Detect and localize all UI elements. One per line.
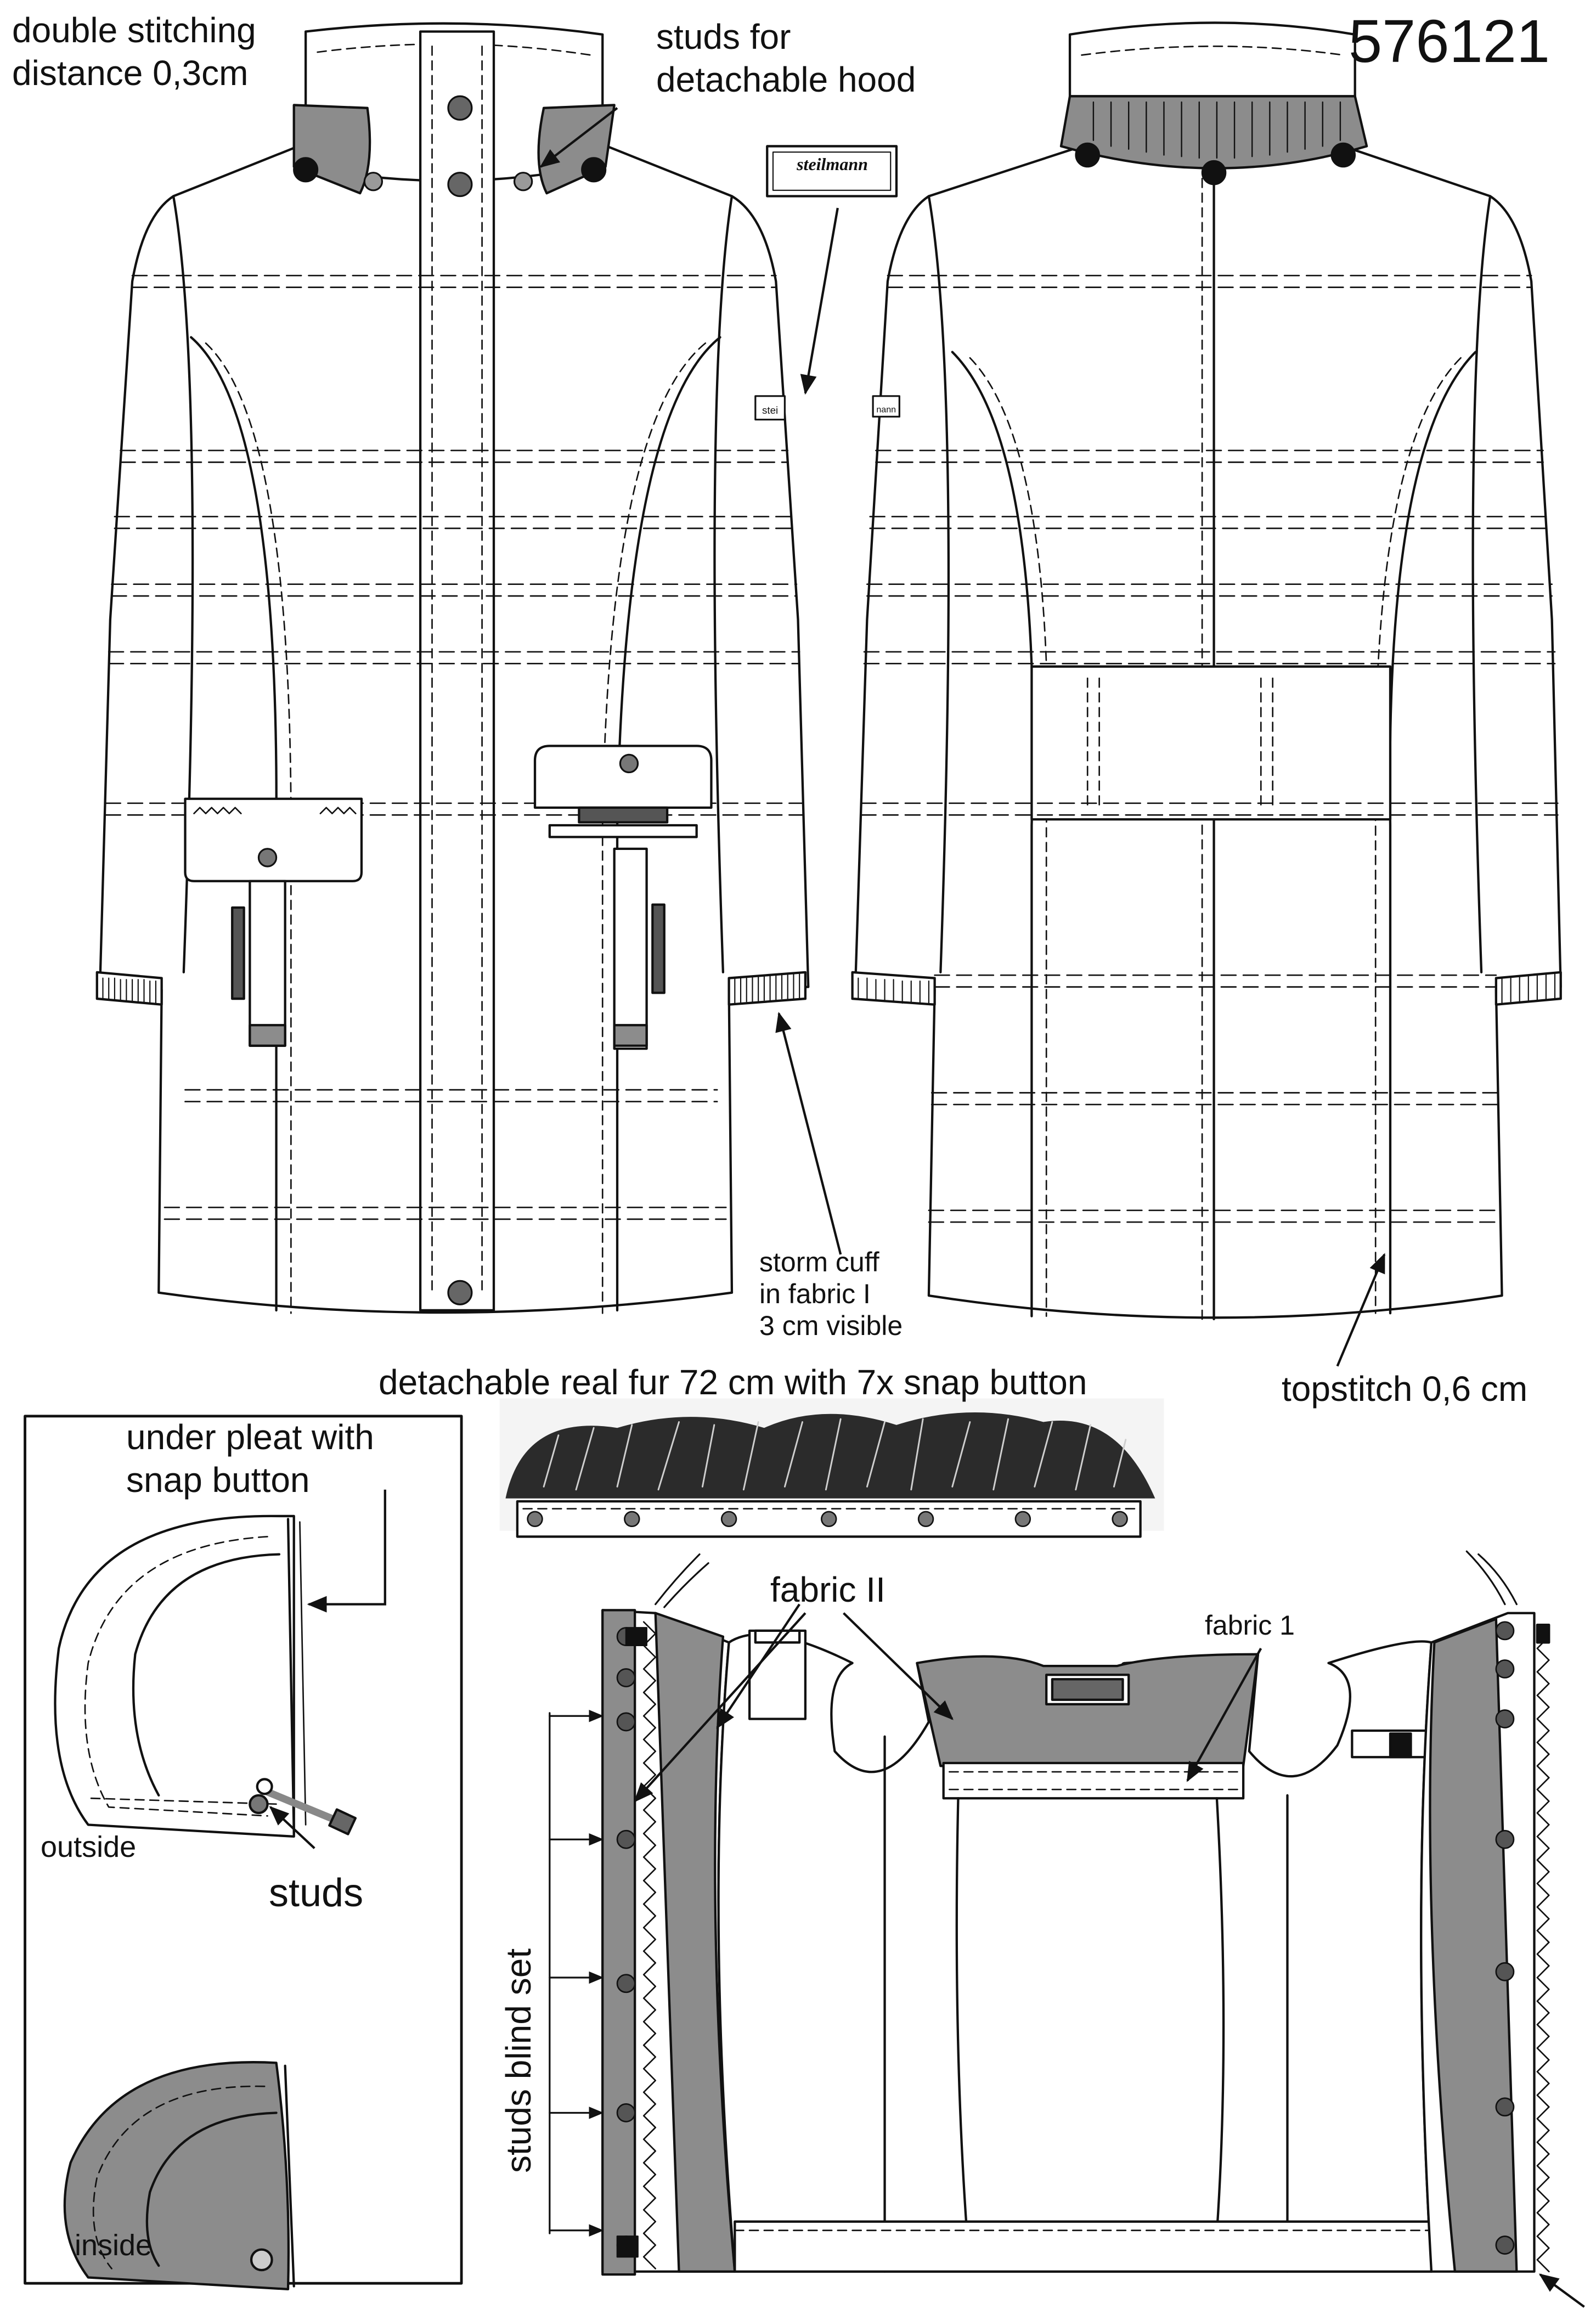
front-sleeve-tag-text: stei <box>762 404 778 416</box>
label-under-pleat-2: snap button <box>126 1460 310 1500</box>
brand-label <box>766 145 898 198</box>
label-storm-cuff-3: 3 cm visible <box>759 1310 903 1341</box>
label-studs-for: studs for <box>656 17 791 57</box>
arrow-fabric-1 <box>1186 1647 1262 1782</box>
arrow-hood-studs <box>269 1806 315 1849</box>
front-cuff-left <box>95 971 163 1006</box>
back-waist-belt <box>1030 665 1392 821</box>
label-studs-blind-set: studs blind set <box>499 1948 538 2173</box>
placket-stud <box>447 95 473 121</box>
back-sleeve-tag-text: nann <box>876 404 896 414</box>
arrow-topstitch <box>1336 1253 1386 1367</box>
label-fur-trim: detachable real fur 72 cm with 7x snap b… <box>379 1362 1087 1402</box>
fur-trim <box>499 1398 1164 1538</box>
front-sleeve-tag <box>754 395 786 421</box>
collar-stud <box>363 172 384 192</box>
brand-label-text: steilmann <box>797 154 868 174</box>
front-pocket-flap-left <box>184 797 363 882</box>
back-sleeve-tag <box>872 395 900 418</box>
front-pocket-flap-right <box>533 745 713 809</box>
arrow-corner <box>1538 2273 1585 2308</box>
label-fabric-ii: fabric II <box>770 1570 886 1609</box>
collar-stud <box>513 172 533 192</box>
hood-stud-left <box>293 157 319 183</box>
arrow-storm-cuff <box>775 1011 842 1255</box>
label-storm-cuff-1: storm cuff <box>759 1247 879 1277</box>
front-princess-seam-left <box>190 336 278 1312</box>
arrow-brand-label <box>800 207 839 395</box>
label-hood-studs: studs <box>269 1871 364 1915</box>
label-storm-cuff-2: in fabric I <box>759 1279 871 1309</box>
label-stitching-distance: distance 0,3cm <box>12 53 249 93</box>
back-studs <box>1075 142 1356 185</box>
label-hood-outside: outside <box>41 1831 137 1863</box>
article-number: 576121 <box>1349 8 1550 75</box>
arrow-fabric-ii-2 <box>634 1612 807 1803</box>
callout-arrows <box>269 107 1585 2308</box>
label-double-stitching: double stitching <box>12 10 256 50</box>
label-under-pleat-1: under pleat with <box>126 1417 374 1457</box>
inside-view <box>601 1550 1550 2276</box>
arrow-under-pleat <box>307 1489 386 1613</box>
inside-yoke-fabric-ii <box>916 1653 1260 1767</box>
front-princess-seam-right <box>616 336 721 1312</box>
placket-stud <box>447 172 473 198</box>
back-collar-rib <box>1059 95 1368 170</box>
label-fabric-1: fabric 1 <box>1205 1610 1295 1641</box>
label-topstitch: topstitch 0,6 cm <box>1282 1369 1528 1409</box>
front-welt-pocket-right <box>613 847 648 1050</box>
hood-inside <box>63 2061 295 2291</box>
arrow-studs-hood <box>539 107 618 168</box>
front-cuff-right <box>727 971 807 1006</box>
back-collar <box>1068 21 1356 98</box>
front-welt-pocket-left <box>249 880 286 1047</box>
label-hood-inside: inside <box>75 2229 153 2262</box>
back-view: nann <box>851 21 1562 1321</box>
label-detachable-hood: detachable hood <box>656 60 916 99</box>
hood-outside <box>54 1514 357 1838</box>
hood-stud-right <box>581 157 607 183</box>
arrow-fabric-ii-3 <box>843 1612 954 1720</box>
front-view: stei <box>95 22 810 1314</box>
placket-stud <box>447 1280 473 1305</box>
inside-studs <box>616 1621 1515 2258</box>
front-studs <box>257 95 639 1305</box>
